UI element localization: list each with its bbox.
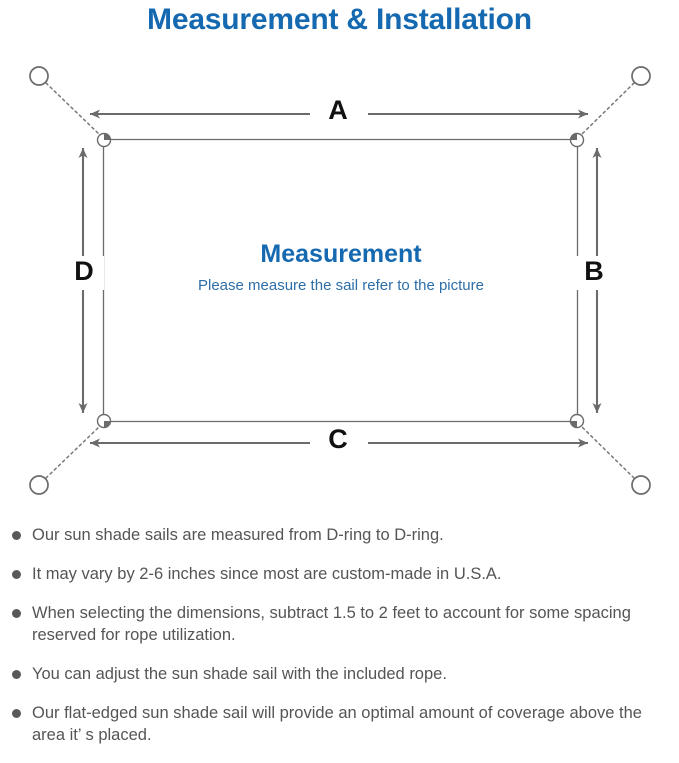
note-text: Our sun shade sails are measured from D-… <box>32 526 444 544</box>
anchor-bottom-left-icon <box>29 475 49 495</box>
rope-bottom-right <box>581 426 635 479</box>
bullet-icon <box>12 670 21 679</box>
diagram-center-subtext: Please measure the sail refer to the pic… <box>198 277 484 294</box>
dimension-label-d: D <box>64 256 104 290</box>
note-text: It may vary by 2-6 inches since most are… <box>32 565 502 583</box>
anchor-rings <box>29 66 651 495</box>
diagram-center-caption: Measurement Please measure the sail refe… <box>103 238 579 298</box>
list-item: It may vary by 2-6 inches since most are… <box>0 563 679 585</box>
page-title: Measurement & Installation <box>147 3 532 36</box>
notes-list: Our sun shade sails are measured from D-… <box>0 524 679 763</box>
list-item: You can adjust the sun shade sail with t… <box>0 663 679 685</box>
rope-top-left <box>45 82 100 135</box>
dimension-label-c: C <box>312 424 364 456</box>
rope-bottom-left <box>45 426 100 479</box>
dimension-arrows <box>78 109 602 448</box>
anchor-top-left-icon <box>29 66 49 86</box>
d-ring-tab-bl <box>104 421 111 428</box>
note-text: When selecting the dimensions, subtract … <box>32 604 631 644</box>
list-item: When selecting the dimensions, subtract … <box>0 602 679 646</box>
d-ring-tabs <box>104 133 577 428</box>
d-ring-tab-tr <box>570 133 577 140</box>
bullet-icon <box>12 531 21 540</box>
note-text: Our flat-edged sun shade sail will provi… <box>32 704 642 744</box>
dimension-label-a: A <box>312 95 364 127</box>
list-item: Our sun shade sails are measured from D-… <box>0 524 679 546</box>
dimension-label-b: B <box>574 256 614 290</box>
d-ring-tab-tl <box>104 133 111 140</box>
bullet-icon <box>12 709 21 718</box>
measurement-diagram: A B C D Measurement Please measure the s… <box>0 48 679 518</box>
bullet-icon <box>12 570 21 579</box>
anchor-bottom-right-icon <box>631 475 651 495</box>
diagram-svg <box>29 66 651 495</box>
bullet-icon <box>12 609 21 618</box>
list-item: Our flat-edged sun shade sail will provi… <box>0 702 679 746</box>
page-root: Measurement & Installation <box>0 3 679 744</box>
note-text: You can adjust the sun shade sail with t… <box>32 665 447 683</box>
rope-lines <box>45 82 635 479</box>
rope-top-right <box>581 82 635 135</box>
anchor-top-right-icon <box>631 66 651 86</box>
d-ring-tab-br <box>570 421 577 428</box>
diagram-center-heading: Measurement <box>260 240 422 268</box>
